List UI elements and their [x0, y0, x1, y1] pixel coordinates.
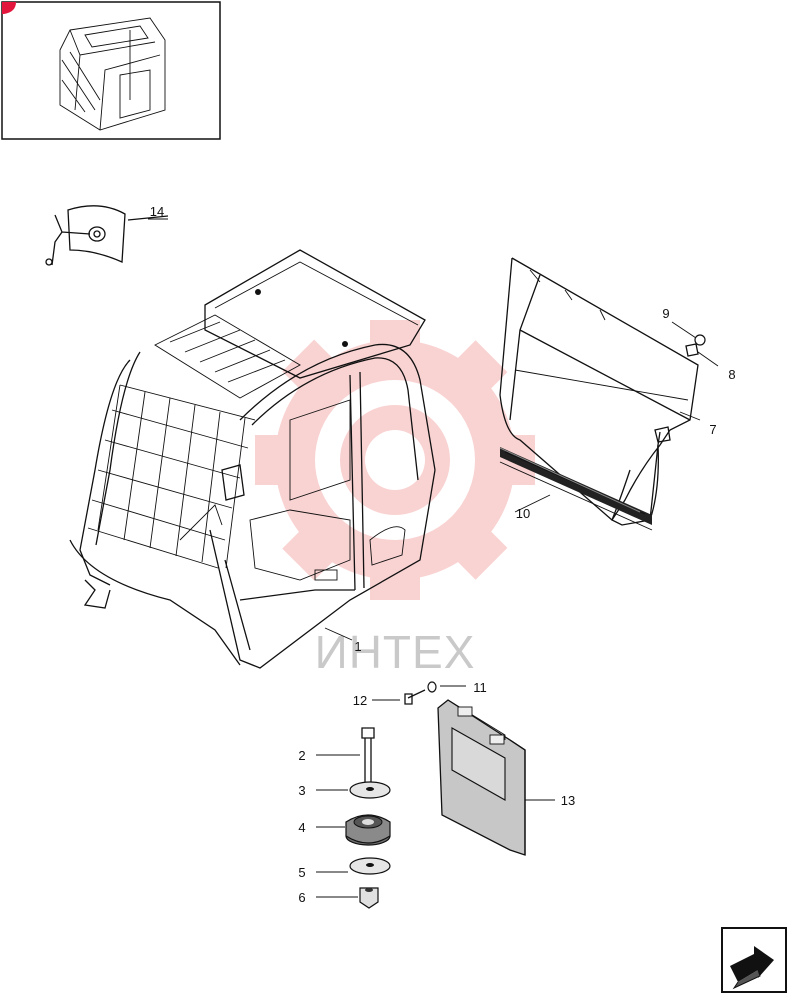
sunscreen-panel-part: [499, 257, 701, 526]
mirror-part: [45, 205, 169, 266]
callout-14: 14: [150, 204, 164, 219]
callout-4: 4: [298, 820, 305, 835]
callout-13: 13: [561, 793, 575, 808]
cab-frame-part: [69, 249, 436, 669]
callout-8: 8: [728, 367, 735, 382]
callout-3: 3: [298, 783, 305, 798]
callout-12: 12: [353, 693, 367, 708]
watermark-text: ИНТЕХ: [315, 626, 476, 678]
watermark-gear-icon: [255, 320, 535, 600]
callout-7: 7: [709, 422, 716, 437]
side-panel-part: [437, 699, 555, 856]
callout-1: 1: [354, 639, 361, 654]
next-page-arrow-icon: [721, 927, 787, 993]
callout-10: 10: [516, 506, 530, 521]
callout-5: 5: [298, 865, 305, 880]
corner-marker-icon: [2, 2, 16, 14]
seal-strip-part: [499, 447, 653, 531]
mount-stack-part: [316, 727, 391, 909]
callout-2: 2: [298, 748, 305, 763]
next-page-button[interactable]: [720, 926, 790, 996]
fasteners-11-12-part: [372, 681, 466, 705]
callout-9: 9: [662, 306, 669, 321]
callout-6: 6: [298, 890, 305, 905]
cab-thumbnail-icon: [59, 17, 166, 131]
callout-11: 11: [473, 680, 487, 695]
fasteners-8-9-part: [671, 321, 719, 367]
thumbnail-frame[interactable]: [1, 1, 221, 140]
